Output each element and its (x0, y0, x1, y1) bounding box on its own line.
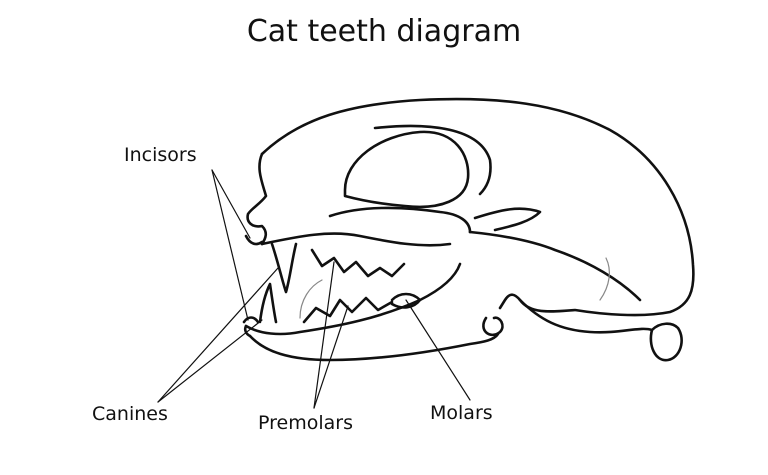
orbit-arc (373, 124, 492, 196)
zygomatic-arch (468, 230, 642, 302)
molar (390, 292, 422, 309)
lower-jaw (244, 262, 462, 336)
cheek-bone (328, 206, 472, 234)
lower-incisors (242, 316, 260, 324)
upper-canine (270, 242, 298, 294)
molars-leader (405, 299, 471, 401)
nose-outline (246, 152, 268, 246)
jaw-bottom (248, 332, 500, 362)
chin (243, 324, 252, 338)
upper-premolars (310, 248, 406, 278)
label-incisors: Incisors (124, 144, 197, 166)
ear-curl (482, 316, 504, 337)
label-canines: Canines (92, 403, 168, 425)
cranium-inner (599, 257, 610, 301)
occipital-bump (649, 322, 683, 362)
premolars-leader-2 (313, 305, 349, 409)
base-line (518, 298, 654, 334)
label-molars: Molars (430, 402, 493, 424)
upper-jaw (260, 232, 452, 247)
canines-leader-1 (157, 267, 279, 403)
eye-socket (343, 130, 470, 209)
diagram-title: Cat teeth diagram (246, 14, 522, 49)
canines-leader-2 (157, 319, 263, 403)
skull-outline (260, 97, 695, 317)
upper-incisors (244, 234, 264, 246)
lower-premolars (302, 296, 394, 324)
incisors-leader-2 (211, 169, 249, 321)
mandible-inner (299, 279, 323, 319)
incisors-leader-1 (211, 169, 251, 239)
lower-canine (258, 282, 278, 324)
label-premolars: Premolars (258, 412, 353, 434)
premolars-leader-1 (313, 261, 335, 409)
ear-process (473, 207, 542, 232)
